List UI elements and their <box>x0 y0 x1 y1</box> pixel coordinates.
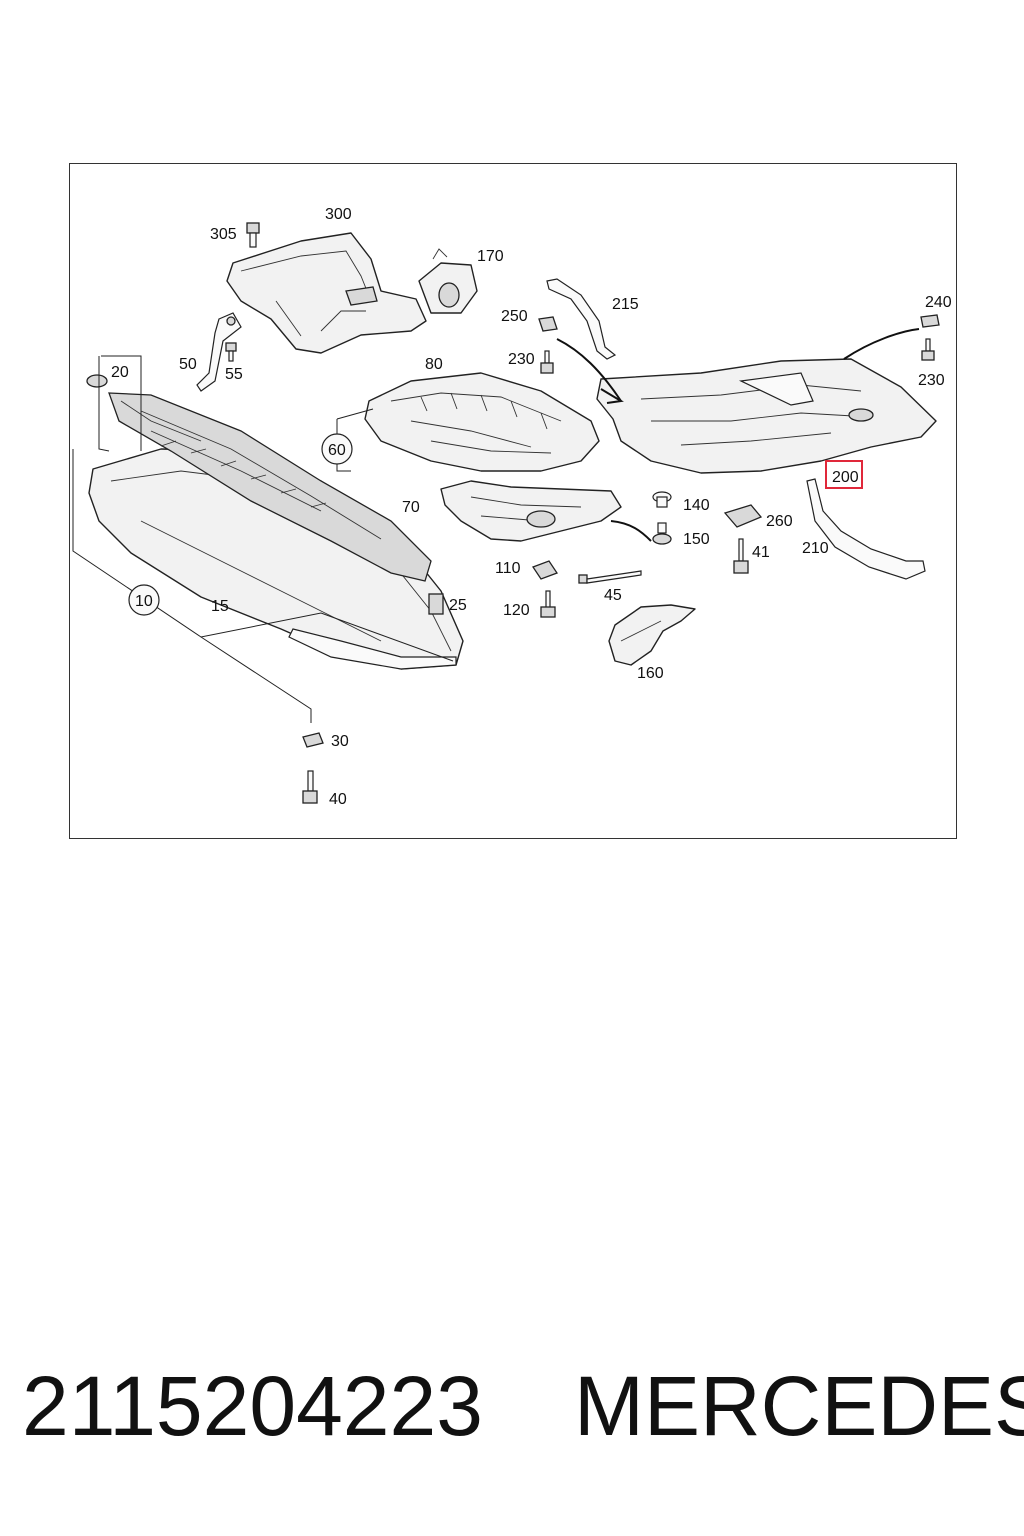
callout-170: 170 <box>477 248 504 265</box>
part-30-clip-nut <box>302 732 324 748</box>
part-160-heat-shield <box>608 604 696 666</box>
part-140-grommet <box>652 491 672 508</box>
callout-41: 41 <box>752 544 770 561</box>
part-45-cable-tie <box>578 570 642 584</box>
callout-55: 55 <box>225 366 243 383</box>
part-305-bolt <box>246 222 260 248</box>
callout-30: 30 <box>331 733 349 750</box>
callout-70: 70 <box>402 499 420 516</box>
part-170-air-duct <box>418 248 478 314</box>
callout-200: 200 <box>832 469 859 486</box>
part-230-screw-center <box>540 350 554 374</box>
part-70-center-panel <box>440 480 622 542</box>
callout-240: 240 <box>925 294 952 311</box>
brand-label: MERCEDES <box>574 1359 1024 1453</box>
part-25-clip <box>428 593 444 615</box>
part-15-front-undercover <box>88 448 464 670</box>
part-240-clip <box>920 314 940 328</box>
part-250-nut <box>538 316 558 332</box>
callout-140: 140 <box>683 497 710 514</box>
parts-diagram-frame: 305 300 170 50 55 20 80 60 70 10 15 25 3… <box>69 163 957 839</box>
part-41-screw <box>733 538 749 574</box>
part-55-screw <box>225 342 237 362</box>
callout-260: 260 <box>766 513 793 530</box>
part-215-bracket <box>546 278 617 360</box>
callout-300: 300 <box>325 206 352 223</box>
callout-250: 250 <box>501 308 528 325</box>
part-110-nut <box>532 560 558 580</box>
callout-110: 110 <box>495 560 521 577</box>
callout-230-center: 230 <box>508 351 535 368</box>
callout-160: 160 <box>637 665 664 682</box>
part-230-screw-right <box>921 338 935 361</box>
callout-45: 45 <box>604 587 622 604</box>
callout-10-circle <box>128 584 160 616</box>
callout-25: 25 <box>449 597 467 614</box>
part-50-bracket <box>196 312 242 392</box>
callout-305: 305 <box>210 226 237 243</box>
callout-40: 40 <box>329 791 347 808</box>
part-80-center-cover <box>364 372 600 472</box>
callout-20: 20 <box>111 364 129 381</box>
part-front-grille-carrier <box>108 392 432 582</box>
part-number-label: 2115204223 <box>22 1359 483 1453</box>
callout-150: 150 <box>683 531 710 548</box>
part-260-pad <box>723 504 763 528</box>
exploded-parts-diagram: 305 300 170 50 55 20 80 60 70 10 15 25 3… <box>72 206 952 808</box>
part-40-screw <box>302 770 318 804</box>
part-210-bracket <box>806 478 926 580</box>
callout-120: 120 <box>503 602 530 619</box>
part-20-clip <box>86 374 108 388</box>
callout-15: 15 <box>211 598 229 615</box>
callout-50: 50 <box>179 356 197 373</box>
part-200-underbody-panel <box>596 358 937 474</box>
callout-230-right: 230 <box>918 372 945 389</box>
callout-80: 80 <box>425 356 443 373</box>
part-300-engine-cover <box>226 232 427 354</box>
callout-60: 60 <box>328 442 346 459</box>
callout-60-circle <box>321 433 353 465</box>
callout-10: 10 <box>135 593 153 610</box>
callout-210: 210 <box>802 540 829 557</box>
part-150-rivet <box>652 522 672 545</box>
part-120-screw <box>540 590 556 618</box>
callout-200-highlight-box <box>825 460 863 489</box>
callout-215: 215 <box>612 296 639 313</box>
